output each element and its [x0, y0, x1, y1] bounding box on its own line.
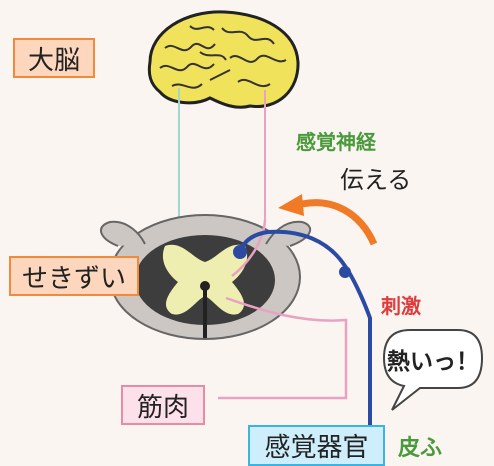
skin-label: 皮ふ — [398, 436, 443, 461]
brain-illustration — [147, 10, 300, 109]
motor-nerve-line — [218, 219, 348, 400]
sensory-synapse — [233, 245, 247, 259]
orange-curved-arrow — [278, 194, 378, 246]
sensory-ganglion — [339, 266, 351, 278]
muscle-label: 筋肉 — [121, 385, 205, 425]
sensory-organ-label: 感覚器官 — [248, 425, 385, 466]
spinal-cord-label: せきずい — [9, 256, 139, 296]
sensory-nerve-label: 感覚神経 — [296, 130, 376, 154]
transmit-label: 伝える — [340, 166, 412, 194]
stimulus-label: 刺激 — [381, 294, 421, 318]
brain-label: 大脳 — [13, 38, 95, 78]
sensory-nerve-line — [238, 229, 372, 430]
speech-bubble — [382, 329, 484, 411]
speech-bubble-text: 熱いっ！ — [387, 349, 479, 375]
